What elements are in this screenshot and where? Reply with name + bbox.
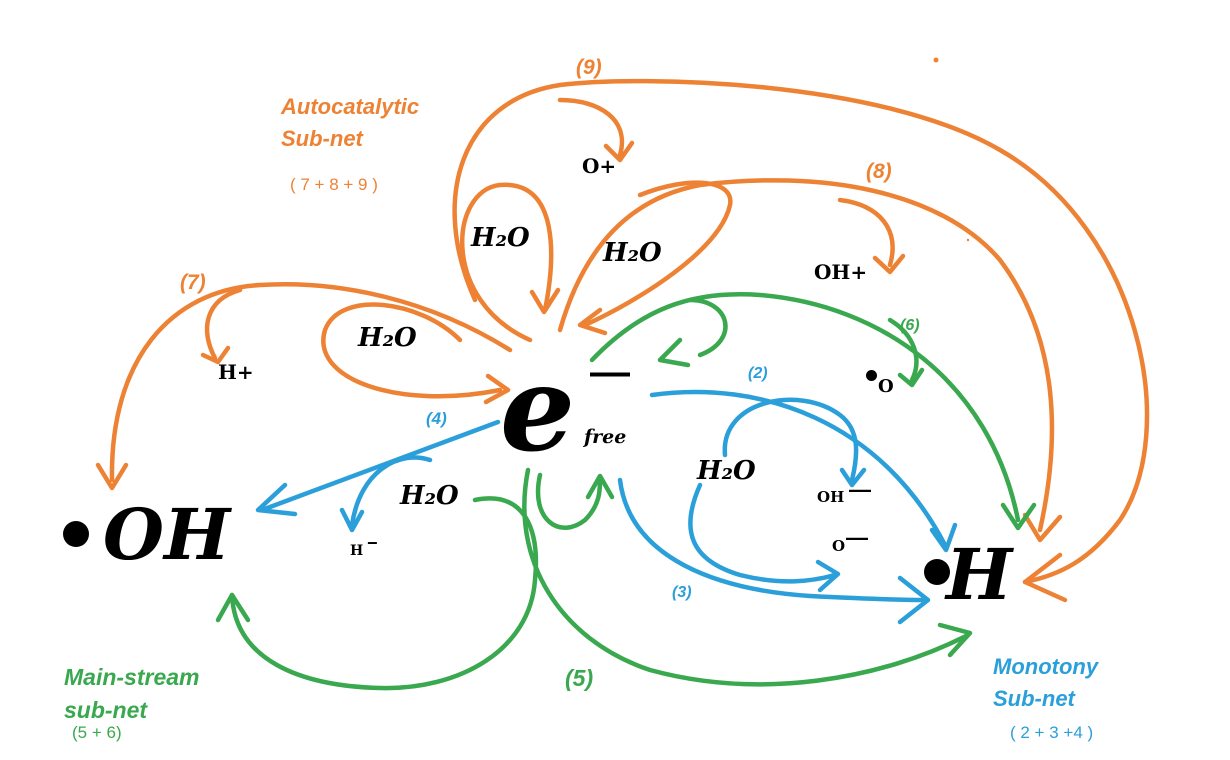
- reaction-3-arrowhead-o-minus: [815, 559, 841, 593]
- reaction-5-arrowhead-e: [585, 473, 615, 500]
- reaction-2-arrowhead-h: [929, 522, 958, 553]
- reaction-7-water-loop: [321, 302, 503, 399]
- reaction-number-4: (4): [426, 409, 447, 428]
- reaction-8-arrowhead-oh-plus: [872, 253, 906, 275]
- reaction-8-water-loop: [582, 180, 733, 328]
- h-minus-ion: H: [350, 543, 364, 559]
- o-plus-ion: O+: [582, 154, 617, 178]
- reaction-8-loop-arrow: [557, 178, 1055, 533]
- water-8-label: H₂O: [603, 238, 662, 268]
- reaction-2-arrowhead-oh-minus: [839, 467, 867, 488]
- free-electron-subscript: free: [584, 426, 627, 448]
- reaction-3-branch-o-minus: [688, 482, 838, 584]
- reaction-number-7: (7): [180, 271, 206, 294]
- reaction-number-3: (3): [672, 584, 692, 601]
- oh-radical-dot: [63, 521, 89, 547]
- reaction-9-arrowhead-e: [529, 287, 561, 315]
- free-electron-charge: —: [590, 350, 630, 394]
- free-electron-symbol: e: [500, 339, 575, 478]
- reaction-8-arrowhead-h: [1022, 512, 1063, 543]
- reaction-7-arrowhead-e: [483, 373, 511, 405]
- oh-radical-label: OH: [103, 493, 231, 576]
- h-minus-charge: −: [367, 533, 378, 553]
- reaction-number-2: (2): [748, 365, 768, 382]
- reaction-7-arrowhead-h-plus: [200, 345, 231, 365]
- o-radical-label: O: [878, 376, 894, 397]
- oh-minus-charge: —: [849, 477, 871, 502]
- reaction-4-arrowhead-h-minus: [339, 507, 365, 533]
- reaction-5-inner-loop: [535, 472, 603, 530]
- water-2-label: H₂O: [697, 456, 756, 486]
- reaction-6-arrowhead-o: [897, 367, 925, 388]
- reaction-8-branch-oh-plus: [837, 197, 895, 268]
- o-radical-dot: [866, 370, 877, 381]
- reaction-number-6: (6): [900, 317, 920, 334]
- reaction-number-8: (8): [866, 160, 892, 183]
- reaction-7-branch-h-plus: [204, 287, 243, 361]
- monotony-arrows: [255, 389, 958, 625]
- reaction-6-arrowhead-h: [1000, 502, 1037, 531]
- reaction-9-arrowhead-h: [1022, 552, 1068, 603]
- mainstream-title-line1: Main-stream: [64, 664, 200, 690]
- mainstream-arrows: [215, 292, 1037, 691]
- reaction-6-arrowhead-e: [657, 337, 691, 368]
- reaction-number-5: (5): [565, 665, 594, 691]
- reaction-4-arrow: [259, 419, 501, 513]
- monotony-title-line1: Monotony: [993, 654, 1099, 679]
- reaction-5-main-arrow: [522, 467, 971, 687]
- reaction-9-water-loop: [459, 182, 554, 343]
- reaction-9-loop-arrow: [452, 78, 1150, 585]
- reaction-5-arrowhead-oh: [215, 592, 251, 623]
- water-7-label: H₂O: [358, 323, 417, 353]
- monotony-members: ( 2 + 3 +4 ): [1010, 723, 1094, 742]
- reaction-number-9: (9): [576, 56, 602, 79]
- water-9-label: H₂O: [471, 223, 530, 253]
- water-4-label: H₂O: [400, 481, 459, 511]
- o-minus-charge: —: [846, 525, 868, 550]
- reaction-4-arrowhead-oh: [255, 482, 298, 517]
- reaction-3-arrow: [617, 477, 928, 603]
- reaction-5-arrowhead-h: [937, 622, 973, 658]
- reaction-6-inner-loop: [687, 297, 728, 358]
- autocatalytic-arrows: [95, 57, 1150, 603]
- reaction-5-water-branch: [229, 496, 539, 691]
- oh-plus-ion: OH+: [814, 260, 868, 284]
- reaction-3-arrowhead-h: [897, 575, 931, 625]
- mainstream-title-line2: sub-net: [64, 697, 148, 723]
- reaction-2-arrow: [649, 389, 948, 548]
- reaction-9-arrowhead-o-plus: [603, 140, 635, 163]
- reaction-9-branch-o-plus: [557, 97, 625, 158]
- h-plus-ion: H+: [218, 360, 254, 384]
- reaction-6-branch-o: [887, 317, 919, 383]
- h-radical-dot: [924, 559, 950, 585]
- mainstream-members: (5 + 6): [72, 723, 122, 742]
- autocatalytic-title-line2: Sub-net: [281, 126, 363, 151]
- oh-minus-ion: OH: [817, 488, 845, 506]
- reaction-7-arrowhead-oh: [95, 462, 129, 491]
- reaction-7-loop-arrow: [109, 282, 513, 483]
- reaction-6-arc-arrow: [589, 292, 1021, 523]
- reaction-8-arrowhead-e: [577, 307, 608, 336]
- autocatalytic-members: ( 7 + 8 + 9 ): [290, 175, 378, 194]
- reaction-2-branch-oh-minus: [722, 397, 859, 483]
- autocatalytic-title-line1: Autocatalytic: [281, 94, 420, 119]
- h-radical-label: H: [946, 533, 1013, 616]
- monotony-title-line2: Sub-net: [993, 686, 1075, 711]
- reaction-4-branch-h-minus: [349, 455, 433, 528]
- o-minus-ion: O: [832, 537, 846, 555]
